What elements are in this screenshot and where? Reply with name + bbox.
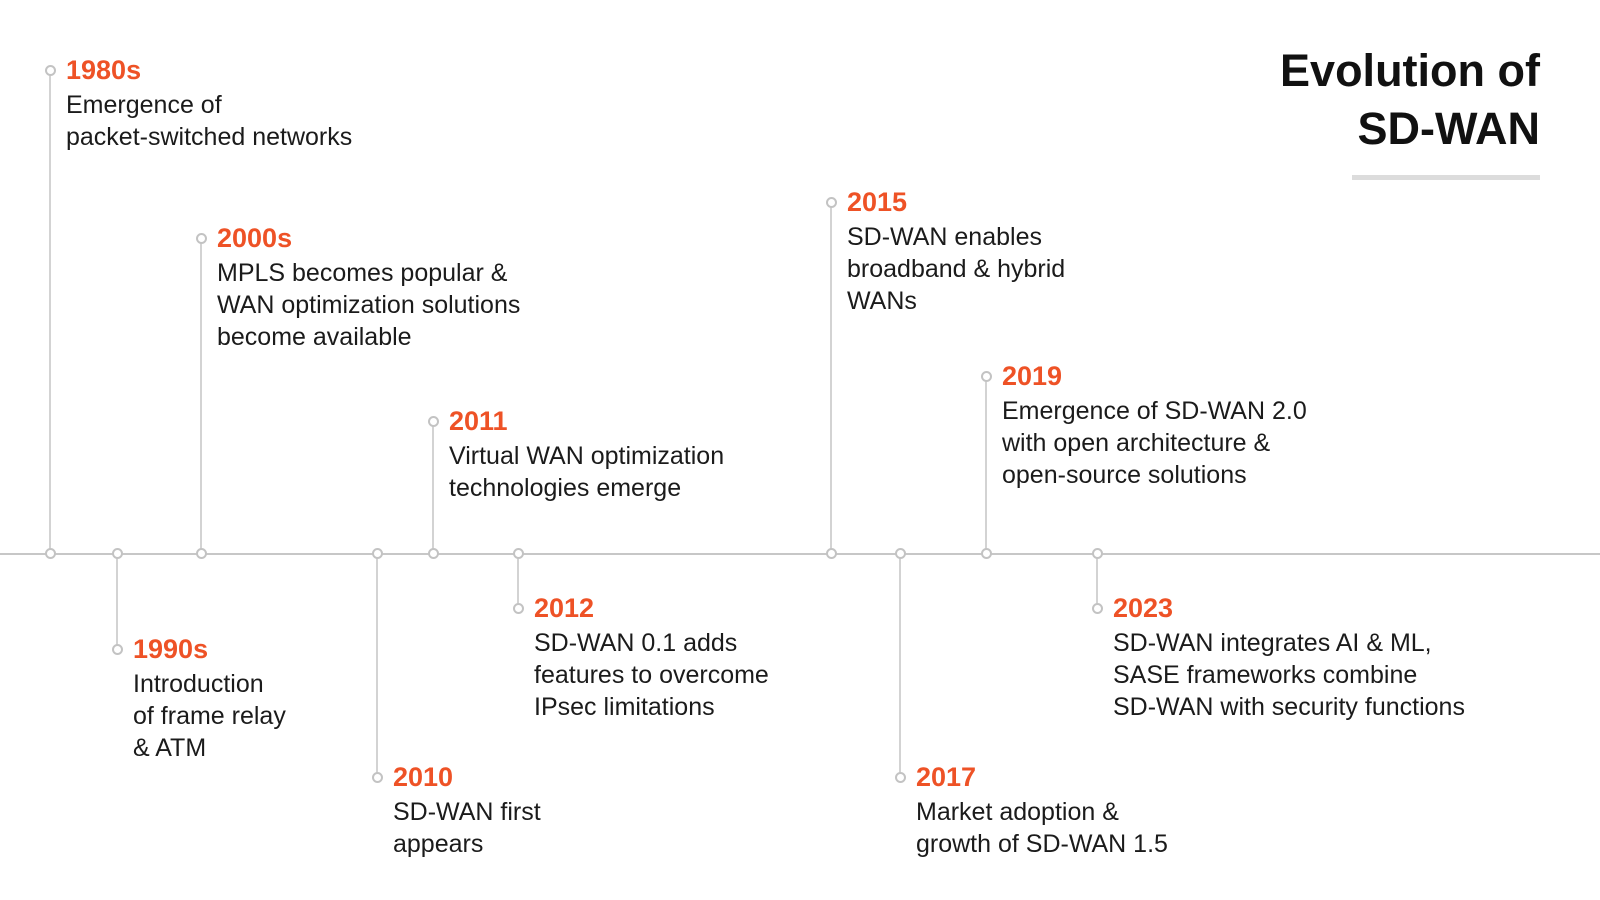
connector-line [200,238,202,554]
milestone-description: SD-WAN 0.1 adds features to overcome IPs… [534,629,769,721]
connector-line [830,202,832,554]
milestone-description: SD-WAN first appears [393,798,541,858]
year-label: 2012 [534,593,595,623]
connector-line [1096,555,1098,608]
year-label: 2015 [847,187,908,217]
year-label: 2000s [217,223,293,253]
connector-line [432,421,434,554]
year-label: 2023 [1113,593,1174,623]
event-node-dot [372,772,383,783]
axis-node-dot [895,548,906,559]
title-underline [1352,175,1540,180]
milestone-description: SD-WAN enables broadband & hybrid WANs [847,223,1066,315]
milestone-description: Virtual WAN optimization technologies em… [449,442,725,502]
axis-node-dot [826,548,837,559]
milestone-description: Emergence of packet-switched networks [66,91,353,151]
axis-node-dot [981,548,992,559]
connector-line [116,555,118,649]
axis-node-dot [372,548,383,559]
event-node-dot [112,644,123,655]
event-node-dot [196,233,207,244]
milestone-description: Introduction of frame relay & ATM [133,670,286,762]
event-node-dot [826,197,837,208]
year-label: 2019 [1002,361,1063,391]
timeline-axis [0,553,1600,555]
axis-node-dot [1092,548,1103,559]
page-title: Evolution of SD-WAN [1280,45,1540,154]
axis-node-dot [513,548,524,559]
year-label: 2017 [916,762,977,792]
event-node-dot [895,772,906,783]
axis-node-dot [428,548,439,559]
milestone-description: SD-WAN integrates AI & ML, SASE framewor… [1113,629,1465,721]
milestone-description: Market adoption & growth of SD-WAN 1.5 [916,798,1168,858]
connector-line [376,555,378,777]
event-node-dot [428,416,439,427]
year-label: 2010 [393,762,454,792]
connector-line [985,376,987,554]
axis-node-dot [112,548,123,559]
milestone-description: Emergence of SD-WAN 2.0 with open archit… [1002,397,1307,489]
axis-node-dot [45,548,56,559]
milestone-description: MPLS becomes popular & WAN optimization … [217,259,521,351]
connector-line [49,70,51,554]
event-node-dot [513,603,524,614]
event-node-dot [981,371,992,382]
axis-node-dot [196,548,207,559]
event-node-dot [45,65,56,76]
year-label: 1980s [66,55,142,85]
year-label: 2011 [449,406,508,436]
connector-line [517,555,519,608]
year-label: 1990s [133,634,209,664]
connector-line [899,555,901,777]
event-node-dot [1092,603,1103,614]
